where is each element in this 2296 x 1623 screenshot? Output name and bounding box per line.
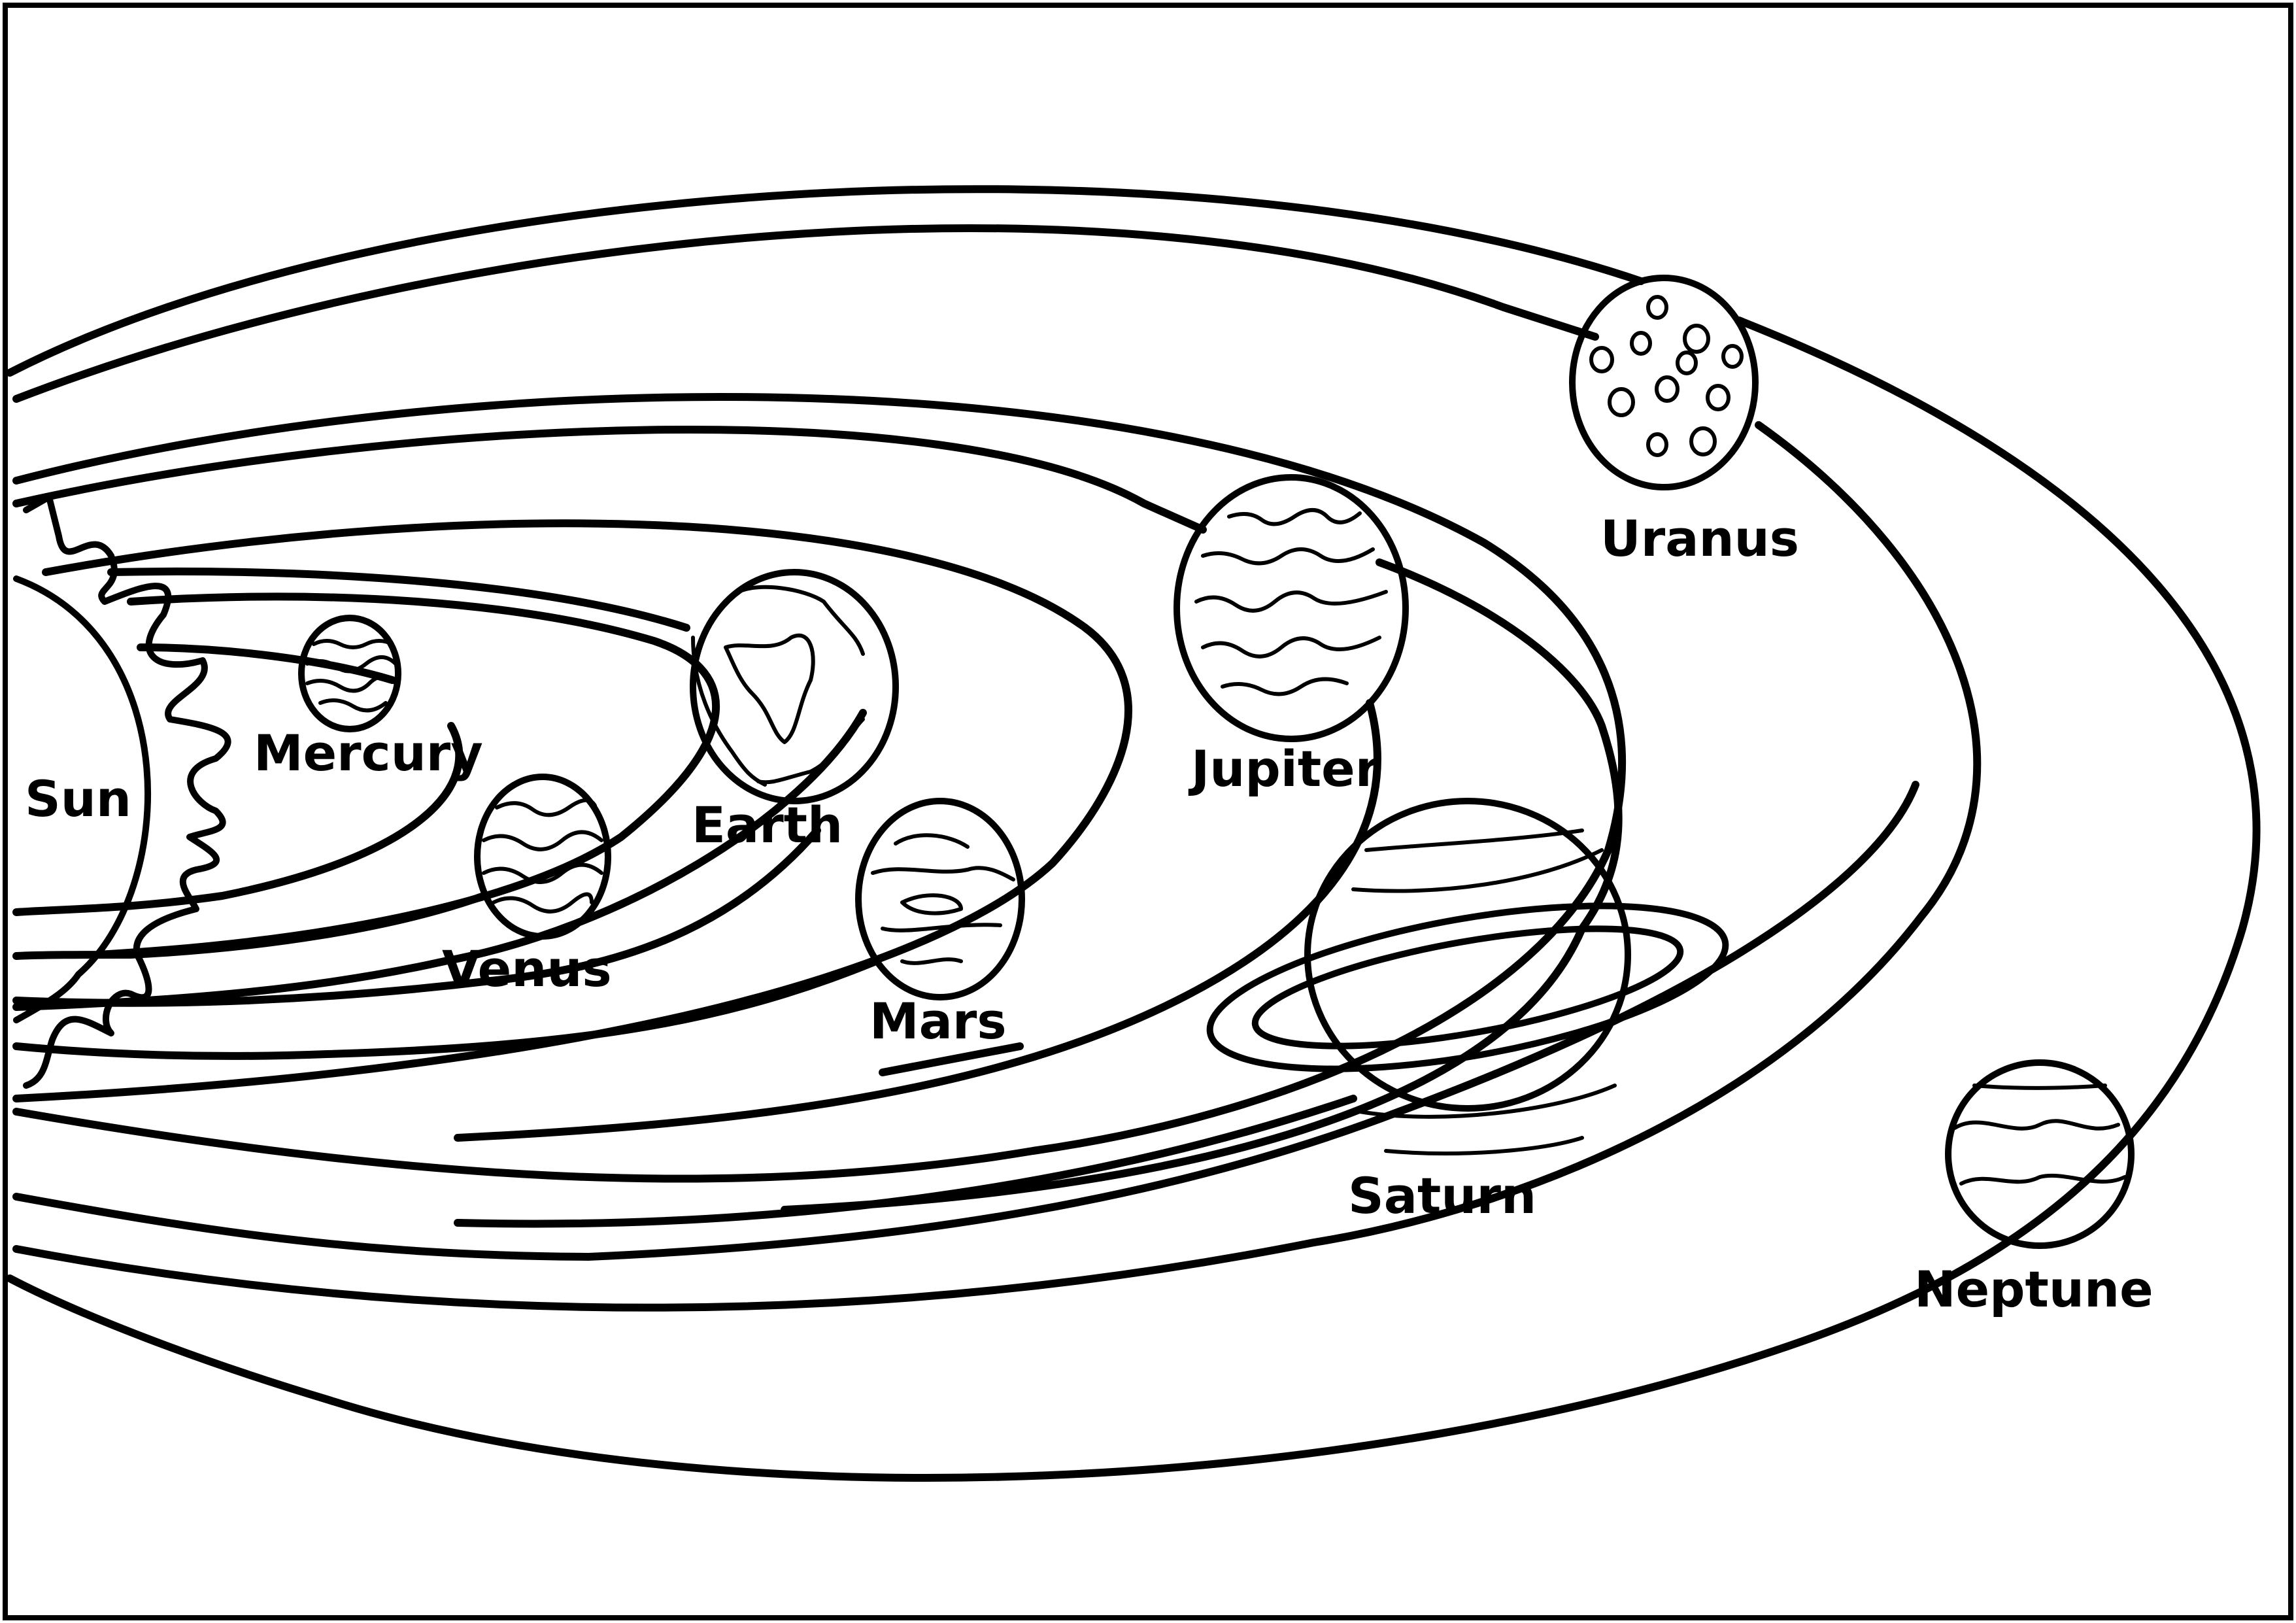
sun-flares [23, 494, 231, 1089]
saturn-body [1304, 798, 1631, 1112]
mercury-label: Mercury [254, 724, 483, 782]
sun-body [13, 575, 151, 1023]
uranus-spots [1589, 295, 1744, 457]
mars-label: Mars [869, 992, 1007, 1050]
saturn [1206, 798, 1729, 1155]
orbit-earth-inner [12, 827, 821, 1007]
earth-body [690, 569, 899, 804]
earth-continents [691, 585, 865, 787]
saturn-label: Saturn [1348, 1167, 1536, 1225]
page-frame [3, 3, 2293, 1620]
sun [13, 494, 231, 1089]
earth-label: Earth [692, 796, 843, 854]
earth [690, 569, 899, 804]
saturn-ring-inner [1251, 925, 1684, 1050]
orbit-uranus-inner [12, 781, 1919, 1261]
orbit-saturn [12, 426, 1623, 1228]
mercury-body [298, 615, 401, 732]
orbits [6, 185, 2261, 1482]
jupiter-body [1173, 474, 1409, 742]
neptune-bands [1953, 1084, 2127, 1186]
orbit-neptune-outer [6, 185, 2261, 1482]
neptune-label: Neptune [1914, 1260, 2153, 1318]
jupiter [1173, 474, 1409, 742]
jupiter-bands [1194, 508, 1388, 696]
jupiter-label: Jupiter [1188, 740, 1380, 798]
saturn-bands [1351, 829, 1617, 1155]
sun-label: Sun [25, 770, 131, 828]
mars-body [855, 798, 1025, 1000]
uranus [1569, 275, 1759, 490]
venus-body [474, 774, 611, 940]
mercury-bands [305, 639, 397, 713]
mercury [298, 615, 401, 732]
orbit-neptune-inner [12, 224, 1982, 1312]
mars-features [871, 833, 1015, 965]
venus-label: Venus [442, 940, 612, 998]
venus [474, 774, 611, 940]
orbit-uranus-outer [12, 393, 1627, 1183]
venus-bands [482, 798, 603, 914]
saturn-ring-outer [1206, 902, 1729, 1072]
orbit-mars [12, 567, 867, 1011]
orbit-mars-inner [12, 957, 880, 1060]
neptune-body [1945, 1059, 2135, 1249]
orbit-jupiter-inner [454, 699, 1381, 1142]
orbit-venus [12, 643, 464, 916]
uranus-body [1569, 275, 1759, 490]
uranus-label: Uranus [1600, 509, 1799, 568]
neptune [1945, 1059, 2135, 1249]
orbit-venus-inner [12, 892, 488, 960]
mars [855, 798, 1025, 1000]
